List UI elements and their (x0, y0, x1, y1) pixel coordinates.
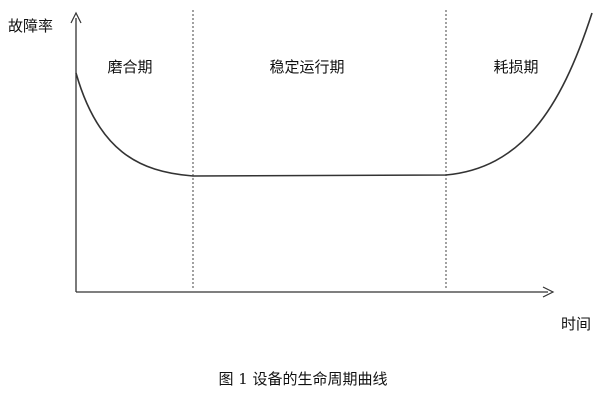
y-axis-label: 故障率 (8, 17, 53, 35)
y-axis-arrow (70, 11, 82, 24)
figure-caption: 图 1 设备的生命周期曲线 (218, 370, 388, 388)
phase-label-wear-out: 耗损期 (493, 58, 538, 76)
phase-label-break-in: 磨合期 (107, 58, 152, 76)
x-axis-label: 时间 (561, 315, 591, 333)
phase-label-stable: 稳定运行期 (269, 58, 344, 76)
x-axis-arrow (542, 286, 555, 298)
failure-rate-curve (75, 12, 593, 177)
